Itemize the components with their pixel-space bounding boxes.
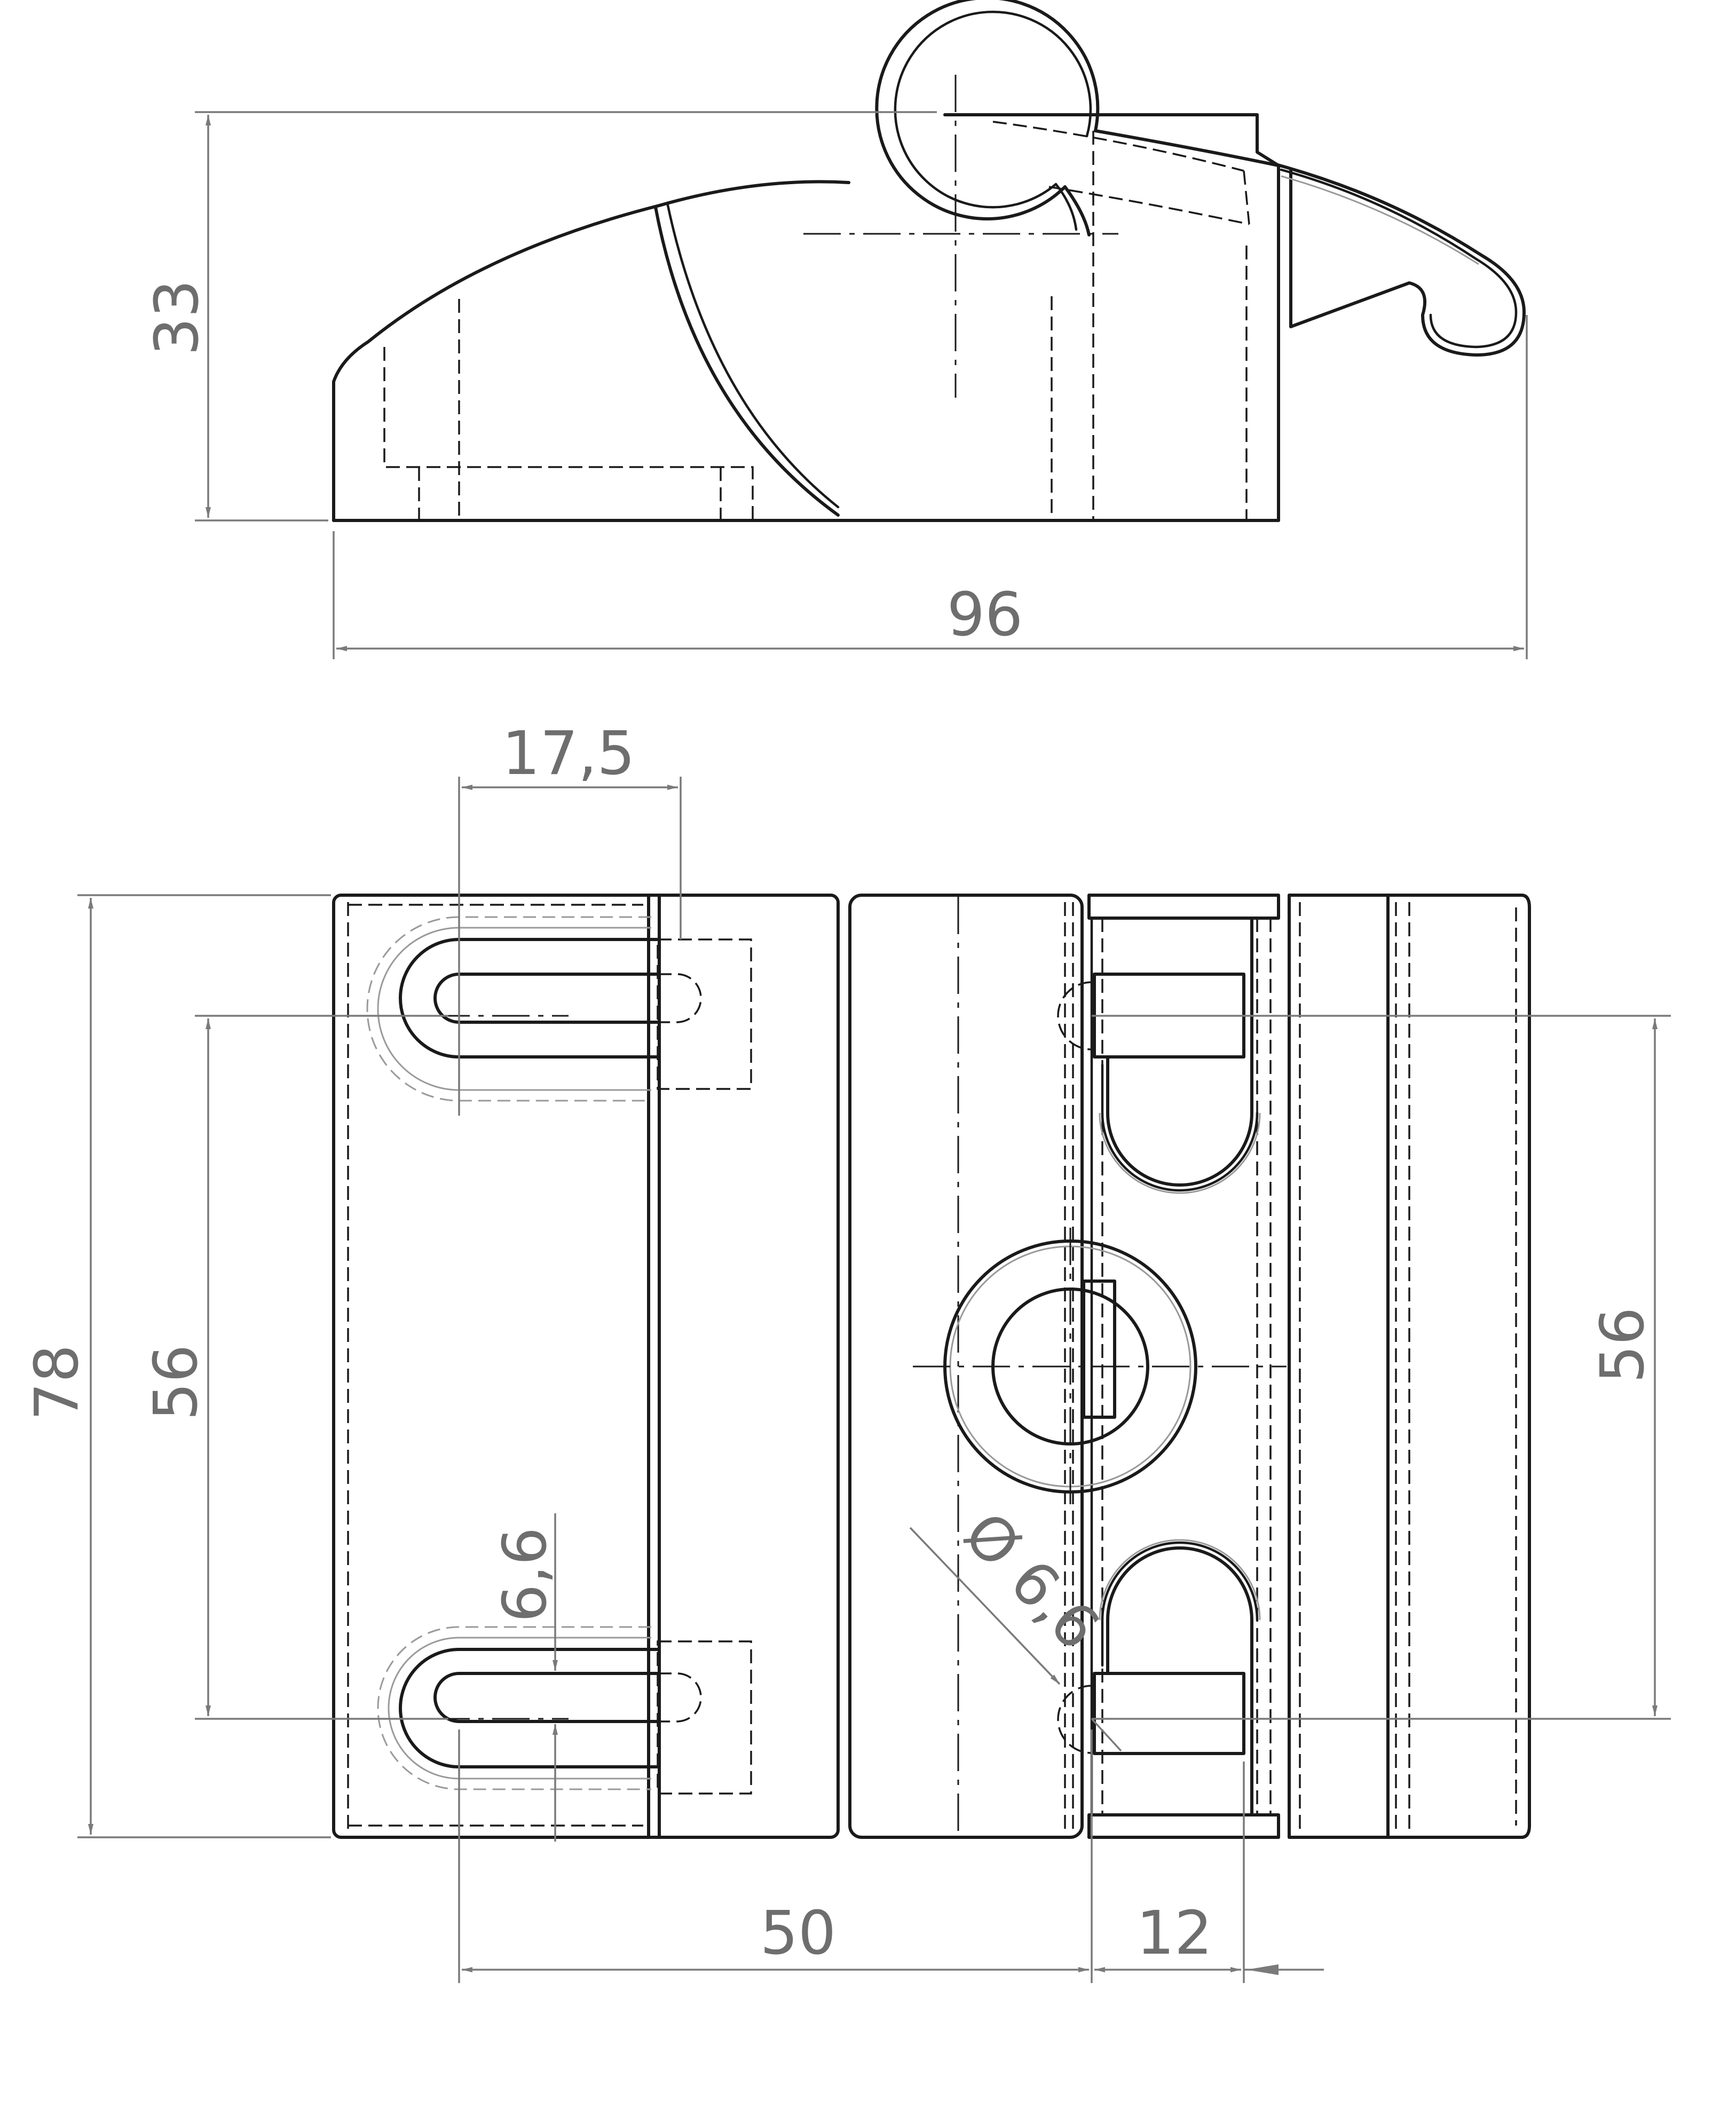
dim-hole-spacing-left: 56 <box>141 1345 211 1421</box>
dim-hole-spacing-right: 56 <box>1588 1307 1658 1384</box>
dim-total-width: 78 <box>22 1345 92 1421</box>
top-view-dimensions: 17,5 78 56 56 6,6 Ø 6,6 50 12 <box>22 719 1671 1983</box>
side-view-dimensions: 33 96 <box>143 111 1528 659</box>
dim-slot-length: 17,5 <box>502 719 635 788</box>
side-view <box>332 0 1526 522</box>
dim-side-length: 96 <box>947 580 1023 650</box>
top-view <box>332 894 1531 1839</box>
dim-offset-to-hole: 50 <box>760 1899 837 1968</box>
dim-slot-width: 6,6 <box>491 1527 560 1622</box>
dim-hole-to-edge: 12 <box>1137 1899 1213 1968</box>
dim-side-height: 33 <box>143 280 212 356</box>
dim-hole-diameter: Ø 6,6 <box>951 1499 1112 1663</box>
